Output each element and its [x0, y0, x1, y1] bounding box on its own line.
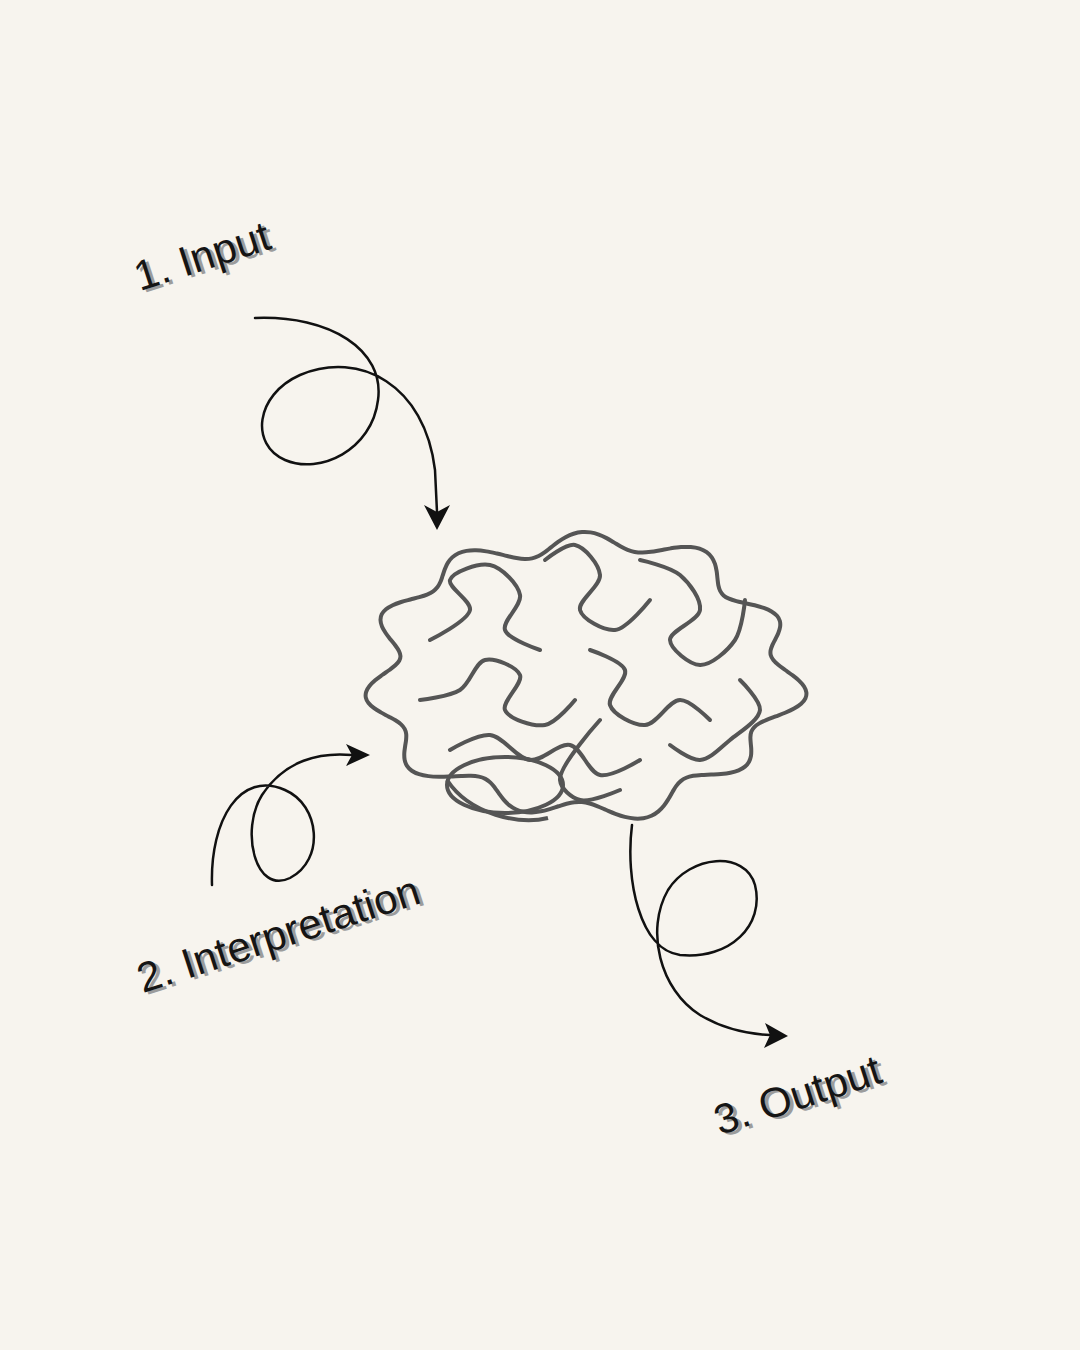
- brain-loop: [447, 757, 563, 813]
- arrowhead: [346, 744, 370, 766]
- brain-fold: [450, 735, 640, 775]
- brain-drawing: [366, 532, 807, 820]
- input-arrow: [255, 318, 437, 512]
- arrowhead: [424, 505, 450, 530]
- brain-stem: [447, 780, 548, 820]
- arrowhead: [764, 1023, 788, 1048]
- interpretation-arrow: [212, 754, 352, 885]
- brain-fold: [560, 720, 620, 800]
- brain-fold: [590, 650, 710, 725]
- brain-fold: [670, 680, 760, 760]
- output-arrow: [630, 825, 770, 1035]
- step-label: 3. Output: [709, 1049, 886, 1142]
- brain-fold: [430, 565, 540, 650]
- step-label: 2. Interpretation: [132, 869, 425, 1000]
- brain-fold: [545, 545, 650, 630]
- brain-outline: [366, 532, 807, 819]
- brain-fold: [640, 560, 745, 665]
- brain-fold: [420, 660, 575, 726]
- step-label: 1. Input: [129, 215, 275, 298]
